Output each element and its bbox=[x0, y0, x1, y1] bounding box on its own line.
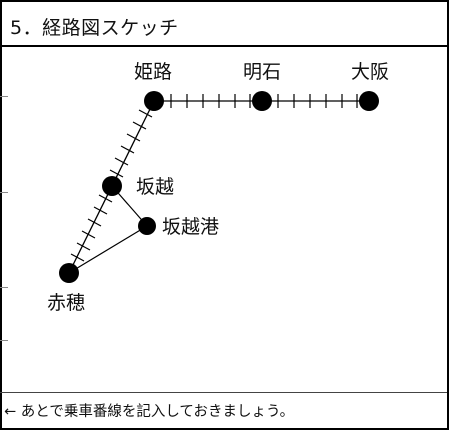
station-label-osaka: 大阪 bbox=[351, 61, 389, 83]
ruled-line-mark bbox=[0, 287, 8, 288]
station-marker-osaka bbox=[359, 91, 379, 111]
rail-ties-akashi-osaka bbox=[277, 94, 358, 108]
station-marker-sakoshi-port bbox=[138, 217, 156, 235]
footer-note: ← あとで乗車番線を記入しておきましょう。 bbox=[4, 404, 295, 420]
note-divider bbox=[0, 392, 447, 393]
station-label-ako: 赤穂 bbox=[47, 292, 85, 314]
station-marker-ako bbox=[59, 263, 79, 283]
ruled-line-mark bbox=[0, 340, 8, 341]
title-divider bbox=[0, 45, 447, 47]
rail-ties-himeji-sakoshi bbox=[109, 109, 153, 178]
station-marker-akashi bbox=[252, 91, 272, 111]
rail-ties-himeji-akashi bbox=[170, 94, 251, 108]
station-label-sakoshi-port: 坂越港 bbox=[162, 216, 219, 238]
station-label-himeji: 姫路 bbox=[134, 61, 172, 83]
station-marker-himeji bbox=[144, 91, 164, 111]
ruled-line-mark bbox=[0, 192, 8, 193]
station-marker-sakoshi bbox=[102, 176, 122, 196]
section-title: 5．経路図スケッチ bbox=[10, 17, 179, 39]
station-label-sakoshi: 坂越 bbox=[136, 176, 174, 198]
rail-ties-sakoshi-ako bbox=[70, 194, 113, 262]
path-ako-port bbox=[68, 225, 148, 274]
ruled-line-mark bbox=[0, 96, 8, 97]
station-label-akashi: 明石 bbox=[243, 61, 281, 83]
